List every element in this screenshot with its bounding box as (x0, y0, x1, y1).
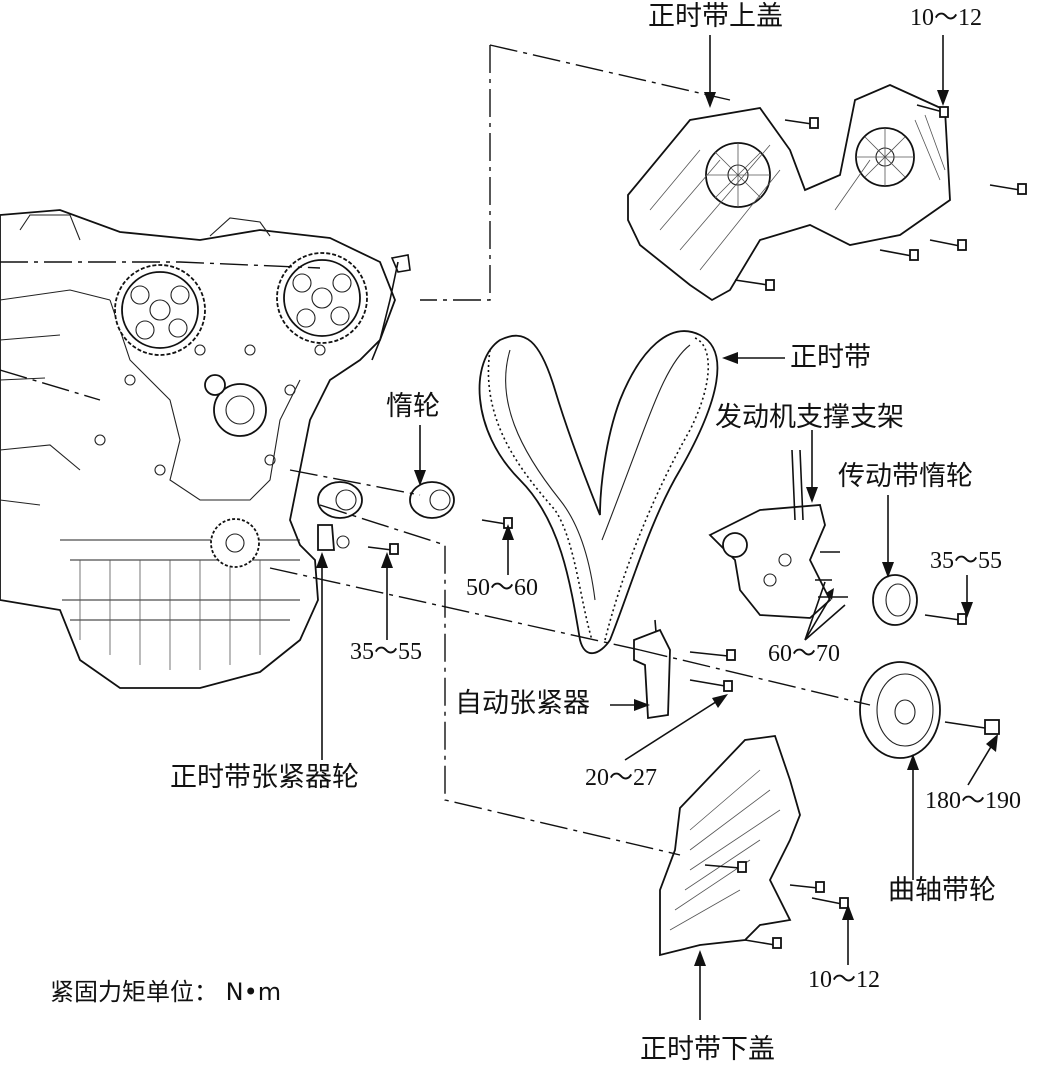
alignment-lines (0, 44, 871, 856)
label-auto-tensioner: 自动张紧器 (455, 688, 590, 719)
crankshaft-sprocket (210, 518, 260, 568)
label-timing-belt: 正时带 (790, 342, 871, 373)
label-upper-cover: 正时带上盖 (648, 1, 783, 32)
idler-pulley (409, 481, 513, 529)
torque-bracket-bolts: 60～70 (768, 641, 840, 667)
label-engine-bracket: 发动机支撑支架 (715, 402, 904, 433)
engine-support-bracket (708, 449, 848, 619)
label-drive-belt-idler: 传动带惰轮 (838, 461, 973, 492)
torque-crank-bolt: 180～190 (925, 788, 1021, 814)
label-idler: 惰轮 (386, 391, 440, 422)
leader-lines (316, 35, 998, 1020)
auto-tensioner (633, 619, 736, 720)
torque-unit-note: 紧固力矩单位： N•m (50, 978, 282, 1006)
right-camshaft-sprocket (276, 252, 368, 344)
torque-upper-cover-bolt: 10～12 (910, 5, 982, 31)
torque-drive-idler-bolt: 35～55 (930, 548, 1002, 574)
crankshaft-pulley (859, 661, 1000, 759)
torque-lower-cover-bolt: 10～12 (808, 967, 880, 993)
label-lower-cover: 正时带下盖 (640, 1034, 775, 1065)
timing-belt-lower-cover (659, 735, 849, 957)
left-camshaft-sprocket (114, 264, 206, 356)
timing-belt-tensioner-pulley (317, 481, 399, 555)
label-tensioner-pulley: 正时带张紧器轮 (170, 762, 359, 793)
torque-auto-tensioner-bolts: 20～27 (585, 765, 657, 791)
drive-belt-idler-pulley (872, 574, 967, 626)
torque-idler-bolt: 50～60 (466, 575, 538, 601)
torque-tensioner-pulley-bolt: 35～55 (350, 639, 422, 665)
timing-belt-upper-cover (627, 84, 1027, 302)
label-crank-pulley: 曲轴带轮 (888, 875, 996, 906)
timing-belt (478, 330, 719, 655)
